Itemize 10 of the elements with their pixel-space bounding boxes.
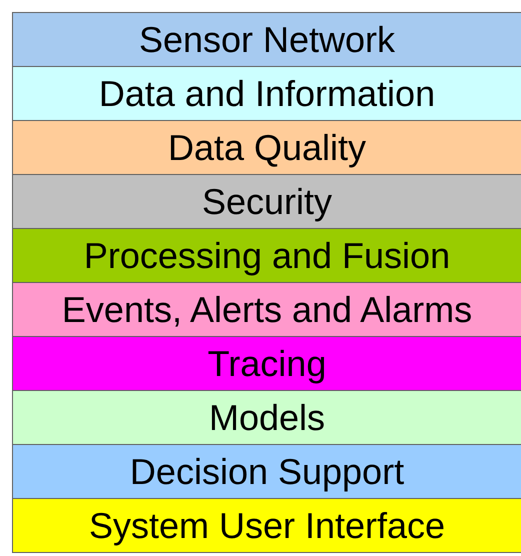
layer-band: Sensor Network	[13, 13, 521, 67]
layer-band: Events, Alerts and Alarms	[13, 283, 521, 337]
layer-band: Models	[13, 391, 521, 445]
layer-band: Security	[13, 175, 521, 229]
layer-band: System User Interface	[13, 499, 521, 553]
layer-band: Tracing	[13, 337, 521, 391]
layer-band: Processing and Fusion	[13, 229, 521, 283]
layer-band: Data Quality	[13, 121, 521, 175]
layer-band: Decision Support	[13, 445, 521, 499]
layer-band: Data and Information	[13, 67, 521, 121]
